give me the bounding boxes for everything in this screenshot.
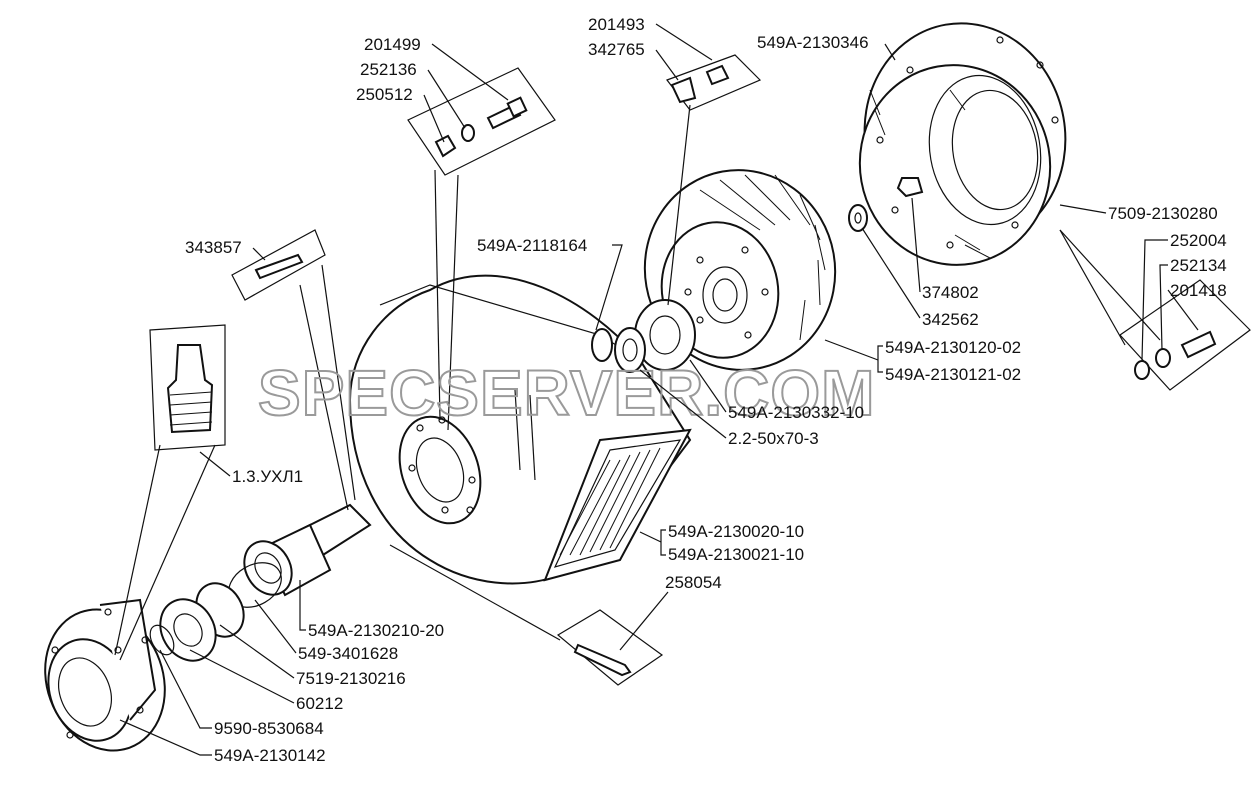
leader-fitting-2 (119, 444, 216, 661)
leader-fitting (114, 444, 161, 656)
rear-cover (858, 22, 1067, 266)
front-flange (44, 598, 166, 752)
label-252004: 252004 (1170, 231, 1227, 250)
label-549a-2130021-10: 549A-2130021-10 (668, 545, 804, 564)
key-343857 (254, 253, 304, 280)
label-201499: 201499 (364, 35, 421, 54)
washer-252136 (461, 124, 475, 142)
label-7519-2130216: 7519-2130216 (296, 669, 406, 688)
leader-bolts-right (1059, 229, 1126, 346)
label-549a-2130346: 549A-2130346 (757, 33, 869, 52)
hub-and-seal (591, 299, 696, 373)
label-342765: 342765 (588, 40, 645, 59)
callout-box-bolts-top (407, 67, 556, 176)
label-2-2-50x70-3: 2.2-50x70-3 (728, 429, 819, 448)
leader-key-2 (321, 264, 356, 501)
label-549a-2130121-02: 549A-2130121-02 (885, 365, 1021, 384)
leader-bolt-group-2 (447, 174, 459, 431)
label-9590-8530684: 9590-8530684 (214, 719, 324, 738)
callout-box-key (231, 229, 326, 301)
label-549a-2130020-10: 549A-2130020-10 (668, 522, 804, 541)
leader-bolt-group (434, 169, 441, 421)
label-252136: 252136 (360, 60, 417, 79)
label-549a-2130120-02: 549A-2130120-02 (885, 338, 1021, 357)
cotter-pin-258054 (573, 643, 632, 677)
leader-pin (389, 544, 561, 641)
label-549a-2130210-20: 549A-2130210-20 (308, 621, 444, 640)
grease-fitting (166, 344, 214, 434)
bolt-201493 (705, 64, 730, 86)
leader-lines (119, 23, 1199, 756)
bolt-head (506, 96, 528, 118)
callout-box-fitting (149, 324, 226, 451)
label-258054: 258054 (665, 573, 722, 592)
callout-box-bolts-right (1119, 279, 1251, 391)
label-201493: 201493 (588, 15, 645, 34)
label-549a-2118164: 549A-2118164 (477, 236, 587, 255)
label-201418: 201418 (1170, 281, 1227, 300)
washer-342562-hole (854, 212, 862, 224)
label-549a-2130142: 549A-2130142 (214, 746, 326, 765)
part-labels: 201499 252136 250512 201493 342765 549A-… (185, 15, 1227, 765)
label-342562: 342562 (922, 310, 979, 329)
washer-252004 (1134, 360, 1150, 380)
washer-252134 (1155, 348, 1171, 368)
washer-342562-shape (848, 204, 868, 232)
label-1-3-uhl1: 1.3.УХЛ1 (232, 467, 303, 486)
label-343857: 343857 (185, 238, 242, 257)
label-252134: 252134 (1170, 256, 1227, 275)
lock-plate-342765 (670, 76, 697, 104)
watermark: SPECSERVER.COM (258, 357, 875, 429)
label-7509-2130280: 7509-2130280 (1108, 204, 1218, 223)
leader-plate (667, 104, 691, 306)
label-250512: 250512 (356, 85, 413, 104)
label-374802: 374802 (922, 283, 979, 302)
nut-250512 (434, 134, 457, 158)
label-549a-2130332-10: 549A-2130332-10 (728, 403, 864, 422)
label-60212: 60212 (296, 694, 343, 713)
callout-box-pin (556, 609, 664, 686)
shaft-assembly (149, 503, 372, 662)
label-549-3401628: 549-3401628 (298, 644, 398, 663)
bolt-201418 (1180, 330, 1217, 359)
leader-key (299, 284, 349, 511)
